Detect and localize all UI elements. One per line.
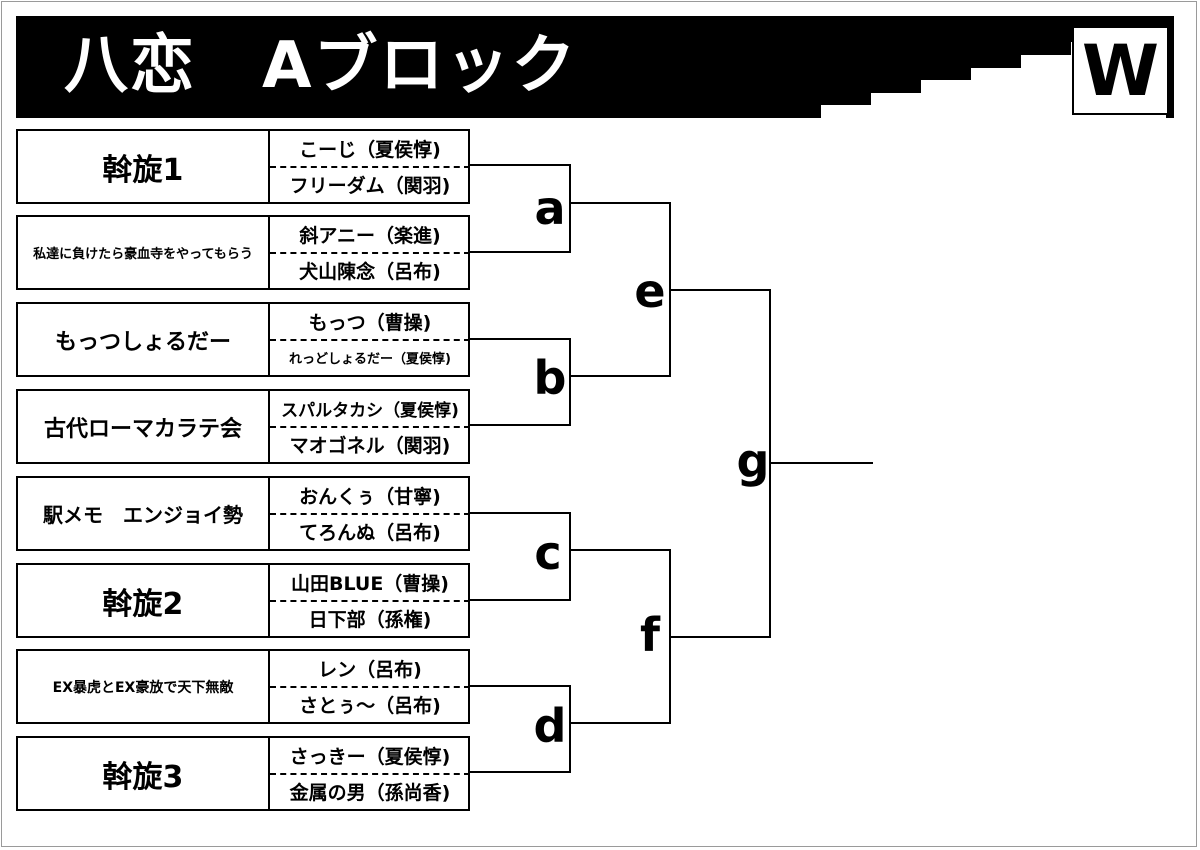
- dashed-divider: [270, 773, 470, 775]
- player-name: レン（呂布): [318, 659, 422, 681]
- match-label-c: c: [534, 526, 562, 580]
- player-list: 斜アニー（楽進) 犬山陳念（呂布): [268, 217, 470, 288]
- match-label-f: f: [639, 608, 660, 662]
- player-list: もっつ（曹操) れっどしょるだー（夏侯惇): [268, 304, 470, 375]
- dashed-divider: [270, 686, 470, 688]
- player-list: おんくぅ（甘寧) てろんぬ（呂布): [268, 478, 470, 549]
- dashed-divider: [270, 339, 470, 341]
- player-name: おんくぅ（甘寧): [299, 486, 441, 508]
- team-name: 駅メモ エンジョイ勢: [43, 503, 243, 527]
- dashed-divider: [270, 166, 470, 168]
- match-label-e: e: [634, 264, 666, 318]
- match-label-g: g: [736, 434, 770, 488]
- team-entry: 斡旋2 山田BLUE（曹操) 日下部（孫権): [16, 563, 470, 638]
- dashed-divider: [270, 426, 470, 428]
- bracket-line-c: [470, 512, 571, 601]
- team-name: 斡旋2: [102, 586, 184, 622]
- player-list: レン（呂布) さとぅ～（呂布): [268, 651, 470, 722]
- player-name: こーじ（夏侯惇): [299, 139, 441, 161]
- team-name: 私達に負けたら豪血寺をやってもらう: [33, 247, 253, 262]
- player-name: 金属の男（孫尚香): [289, 782, 451, 804]
- team-entry: 駅メモ エンジョイ勢 おんくぅ（甘寧) てろんぬ（呂布): [16, 476, 470, 551]
- player-name: マオゴネル（関羽): [289, 435, 451, 457]
- player-list: さっきー（夏侯惇) 金属の男（孫尚香): [268, 738, 470, 809]
- player-name: さとぅ～（呂布): [299, 695, 441, 717]
- player-name: れっどしょるだー（夏侯惇): [289, 352, 451, 367]
- player-name: フリーダム（関羽): [289, 175, 451, 197]
- team-name: 古代ローマカラテ会: [43, 416, 242, 442]
- team-name: 斡旋1: [102, 152, 184, 188]
- player-name: さっきー（夏侯惇): [289, 746, 451, 768]
- bracket-line-b: [470, 338, 571, 426]
- block-title: 八恋 Aブロック: [64, 29, 578, 103]
- team-entry: 私達に負けたら豪血寺をやってもらう 斜アニー（楽進) 犬山陳念（呂布): [16, 215, 470, 290]
- player-name: 斜アニー（楽進): [299, 225, 441, 247]
- match-label-b: b: [533, 351, 567, 405]
- match-label-a: a: [534, 181, 566, 235]
- team-name: EX暴虎とEX豪放で天下無敵: [52, 679, 234, 696]
- team-entry: 斡旋3 さっきー（夏侯惇) 金属の男（孫尚香): [16, 736, 470, 811]
- player-name: 日下部（孫権): [308, 609, 432, 631]
- winner-badge: W: [1072, 26, 1169, 115]
- player-list: こーじ（夏侯惇) フリーダム（関羽): [268, 131, 470, 202]
- match-label-d: d: [533, 699, 567, 753]
- player-list: スパルタカシ（夏侯惇) マオゴネル（関羽): [268, 391, 470, 462]
- player-name: スパルタカシ（夏侯惇): [281, 401, 459, 421]
- player-name: 山田BLUE（曹操): [290, 573, 449, 595]
- dashed-divider: [270, 600, 470, 602]
- winner-badge-label: W: [1081, 30, 1160, 112]
- team-name: もっつしょるだー: [54, 329, 231, 355]
- player-name: てろんぬ（呂布): [299, 522, 441, 544]
- team-name: 斡旋3: [102, 759, 184, 795]
- team-entry: 古代ローマカラテ会 スパルタカシ（夏侯惇) マオゴネル（関羽): [16, 389, 470, 464]
- player-list: 山田BLUE（曹操) 日下部（孫権): [268, 565, 470, 636]
- dashed-divider: [270, 252, 470, 254]
- player-name: 犬山陳念（呂布): [299, 261, 441, 283]
- bracket-line-a: [470, 164, 571, 253]
- team-entry: もっつしょるだー もっつ（曹操) れっどしょるだー（夏侯惇): [16, 302, 470, 377]
- player-name: もっつ（曹操): [308, 312, 432, 334]
- dashed-divider: [270, 513, 470, 515]
- team-entry: EX暴虎とEX豪放で天下無敵 レン（呂布) さとぅ～（呂布): [16, 649, 470, 724]
- bracket-line-d: [470, 685, 571, 773]
- team-entry: 斡旋1 こーじ（夏侯惇) フリーダム（関羽): [16, 129, 470, 204]
